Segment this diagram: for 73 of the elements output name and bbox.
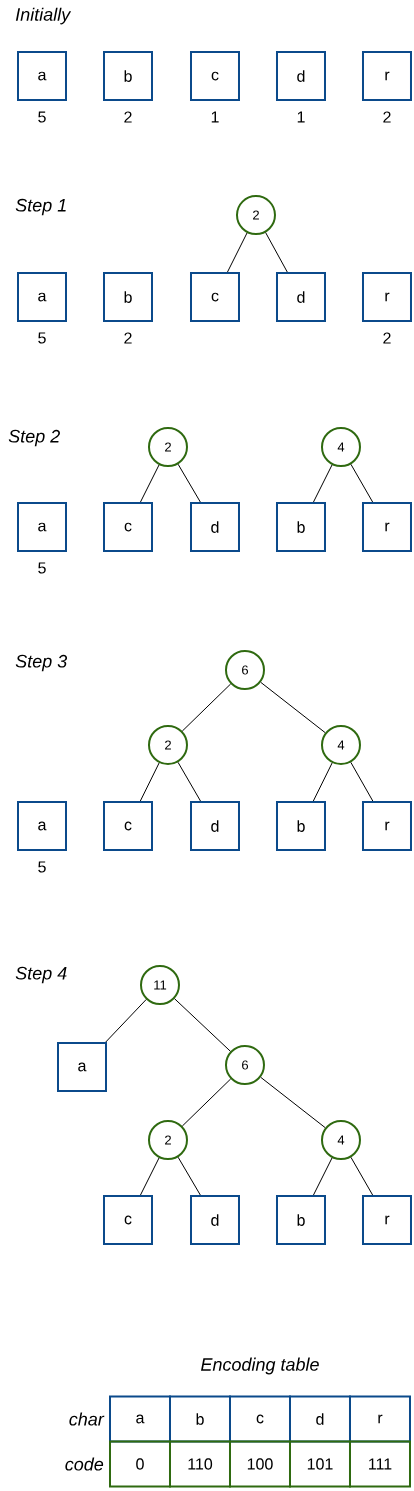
letter-box: c — [190, 51, 240, 101]
table-cell: 0 — [109, 1440, 171, 1488]
letter-box: d — [190, 502, 240, 552]
weight-number: 5 — [38, 332, 46, 344]
table-cell: b — [169, 1395, 231, 1443]
letter-box: b — [276, 1195, 326, 1245]
letter-box: b — [276, 502, 326, 552]
table-cell: r — [349, 1395, 411, 1443]
weight-number: 5 — [38, 111, 46, 123]
table-cell: a — [109, 1395, 171, 1443]
letter-box: r — [362, 272, 412, 322]
letter-box: d — [276, 272, 326, 322]
letter-box: r — [362, 801, 412, 851]
letter-box: a — [57, 1042, 107, 1092]
letter-box: d — [190, 1195, 240, 1245]
table-cell: c — [229, 1395, 291, 1443]
table-cell: d — [289, 1395, 351, 1443]
connector-line — [312, 762, 333, 802]
table-cell: 101 — [289, 1440, 351, 1488]
weight-number: 1 — [297, 111, 305, 123]
connector-line — [260, 1076, 326, 1129]
step-heading: Initially — [15, 7, 72, 25]
row-header: code — [65, 1457, 104, 1471]
connector-line — [350, 761, 374, 802]
letter-box: a — [17, 51, 67, 101]
letter-box: a — [17, 272, 67, 322]
connector-line — [181, 683, 232, 732]
letter-box: b — [103, 51, 153, 101]
connector-line — [140, 464, 160, 503]
weight-number: 5 — [38, 861, 46, 873]
letter-box: a — [17, 502, 67, 552]
weight-number: 2 — [383, 332, 391, 344]
step-heading: Step 2 — [8, 429, 60, 447]
letter-box: r — [362, 51, 412, 101]
connector-line — [177, 1156, 201, 1196]
connector-line — [227, 232, 248, 273]
step-heading: Step 1 — [15, 198, 66, 216]
letter-box: r — [362, 1195, 412, 1245]
letter-box: r — [362, 502, 412, 552]
weight-number: 5 — [38, 562, 46, 574]
connector-line — [181, 1078, 232, 1127]
step-heading: Step 3 — [15, 654, 68, 672]
connector-line — [350, 1156, 374, 1196]
connector-line — [140, 1157, 160, 1196]
letter-box: c — [190, 272, 240, 322]
table-cell: 100 — [229, 1440, 291, 1488]
table-title: Encoding table — [201, 1357, 319, 1375]
connector-line — [105, 999, 147, 1043]
table-cell: 111 — [349, 1440, 411, 1488]
step-heading: Step 4 — [15, 966, 67, 984]
weight-number: 2 — [124, 332, 132, 344]
connector-line — [174, 998, 231, 1052]
connector-line — [177, 761, 201, 802]
letter-box: d — [190, 801, 240, 851]
letter-box: c — [103, 502, 153, 552]
connector-line — [313, 1157, 333, 1196]
weight-number: 2 — [383, 111, 391, 123]
row-header: char — [69, 1412, 105, 1426]
connector-line — [139, 762, 160, 802]
weight-number: 1 — [211, 111, 219, 123]
connector-line — [260, 681, 326, 734]
letter-box: c — [103, 1195, 153, 1245]
letter-box: b — [103, 272, 153, 322]
letter-box: c — [103, 801, 153, 851]
table-cell: 110 — [169, 1440, 231, 1488]
weight-number: 2 — [124, 111, 132, 123]
connector-line — [313, 464, 333, 503]
connector-line — [265, 232, 288, 273]
connector-line — [177, 463, 201, 503]
letter-box: d — [276, 51, 326, 101]
connector-line — [350, 463, 374, 503]
letter-box: b — [276, 801, 326, 851]
letter-box: a — [17, 801, 67, 851]
